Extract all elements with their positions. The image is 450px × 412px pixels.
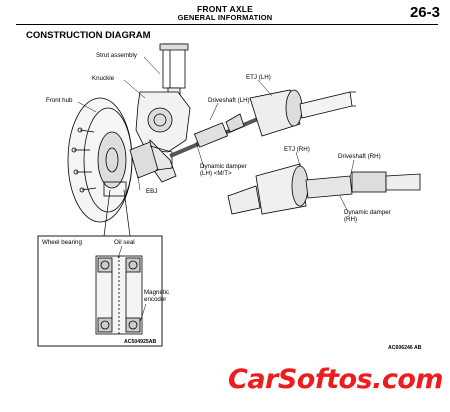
header-title: FRONT AXLE	[197, 4, 253, 14]
label-dynamic-damper-lh: Dynamic damper (LH) <M/T>	[200, 163, 247, 177]
label-driveshaft-lh: Driveshaft (LH)	[208, 97, 250, 104]
label-etj-rh: ETJ (RH)	[284, 146, 310, 153]
label-strut-assembly: Strut assembly	[96, 52, 137, 59]
figure-code-inset: AC504925AB	[124, 339, 157, 345]
driveshaft-rh-illustration	[227, 163, 421, 215]
driveshaft-lh-illustration	[169, 113, 261, 158]
label-oil-seal: Oil seal	[114, 239, 135, 246]
label-magnetic-encoder: Magnetic encoder	[144, 289, 170, 303]
wheel-bearing-inset	[37, 235, 163, 347]
label-etj-lh: ETJ (LH)	[246, 74, 271, 81]
label-dynamic-damper-rh: Dynamic damper (RH)	[344, 209, 391, 223]
label-ebj: EBJ	[146, 188, 158, 195]
page-number: 26-3	[409, 4, 440, 21]
header-divider	[16, 24, 438, 25]
figure-code-main: AC606246 AB	[388, 345, 422, 351]
watermark: CarSoftos.com	[228, 364, 444, 395]
label-wheel-bearing: Wheel bearing	[42, 239, 82, 246]
header-subtitle: GENERAL INFORMATION	[177, 13, 273, 22]
front-hub-illustration	[67, 97, 133, 223]
label-knuckle: Knuckle	[92, 75, 115, 82]
etj-lh-illustration	[249, 89, 356, 137]
label-front-hub: Front hub	[46, 97, 73, 104]
section-title: CONSTRUCTION DIAGRAM	[26, 30, 151, 41]
label-driveshaft-rh: Driveshaft (RH)	[338, 153, 381, 160]
ebj-illustration	[129, 141, 173, 179]
leader-lines	[77, 56, 355, 323]
page-header: FRONT AXLE GENERAL INFORMATION 26-3	[0, 0, 450, 26]
